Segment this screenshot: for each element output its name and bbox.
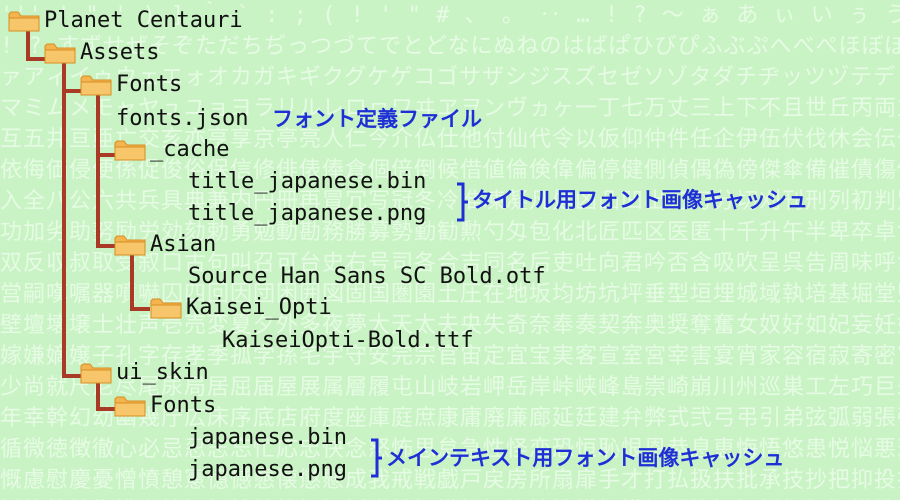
tree-line (96, 153, 116, 157)
file-label-title-bin: title_japanese.bin (188, 169, 427, 194)
file-label-source-han: Source Han Sans SC Bold.otf (188, 264, 546, 289)
folder-icon (150, 297, 182, 319)
bracket-main-text-cache (371, 438, 382, 478)
folder-label-assets: Assets (80, 40, 160, 65)
file-label-fonts-json: fonts.json (116, 106, 249, 131)
tree-line (62, 63, 66, 378)
folder-icon (114, 395, 146, 417)
folder-icon (114, 234, 146, 256)
folder-label-asian: Asian (150, 232, 217, 257)
file-label-japanese-png: japanese.png (188, 457, 347, 482)
tree-line (62, 89, 82, 93)
folder-label-fonts: Fonts (116, 72, 183, 97)
tree-line (96, 380, 100, 411)
annotation-title-cache: タイトル用フォント画像キャッシュ (472, 188, 808, 212)
tree-line (26, 30, 30, 59)
bracket-title-cache (457, 182, 468, 222)
folder-icon (114, 139, 146, 161)
folder-label-ui-skin: ui_skin (116, 360, 209, 385)
file-label-japanese-bin: japanese.bin (188, 425, 347, 450)
folder-label-ui-fonts: Fonts (150, 393, 217, 418)
file-label-kaisei-ttf: KaiseiOpti-Bold.ttf (222, 328, 474, 353)
folder-icon (80, 74, 112, 96)
tree-line (26, 57, 46, 61)
folder-label-cache: _cache (150, 137, 230, 162)
tree-line (62, 374, 82, 378)
folder-label-root: Planet Centauri (44, 8, 243, 33)
tree-line (96, 407, 116, 411)
tree-line (130, 250, 134, 311)
annotation-main-text-cache: メインテキスト用フォント画像キャッシュ (386, 446, 785, 470)
tree-line (130, 307, 150, 311)
tree-line (96, 244, 116, 248)
annotation-font-definition: フォント定義ファイル (272, 107, 482, 131)
folder-icon (44, 42, 76, 64)
folder-label-kaisei: Kaisei_Opti (186, 295, 332, 320)
folder-icon (8, 10, 40, 32)
tree-line (96, 95, 100, 248)
folder-icon (80, 362, 112, 384)
file-label-title-png: title_japanese.png (188, 201, 427, 226)
